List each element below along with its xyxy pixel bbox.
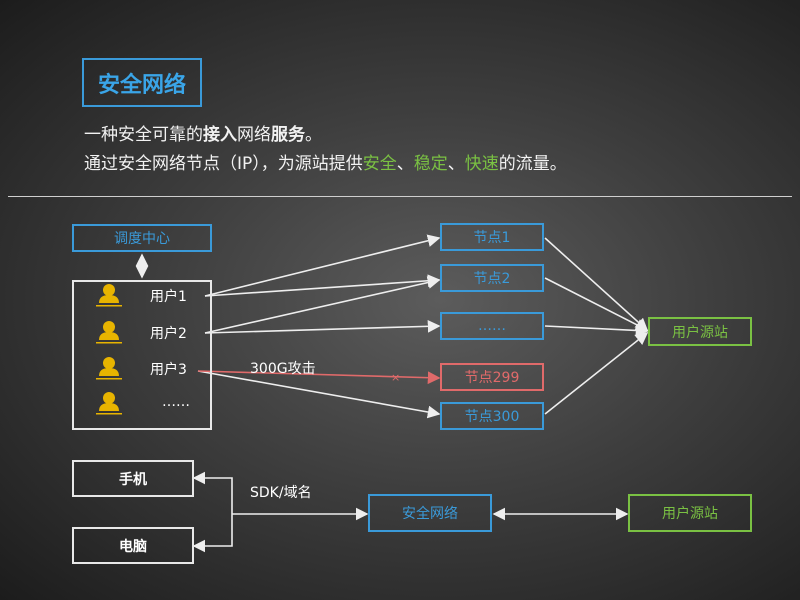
secure-network-box: 安全网络: [368, 494, 492, 532]
user-icon: [94, 282, 124, 308]
text-bold: 接入: [203, 125, 237, 145]
user-label: 用户2: [150, 326, 187, 342]
user3-node300: [197, 370, 441, 419]
node300-origin: [544, 332, 649, 415]
dispatch-center-box: 调度中心: [72, 224, 212, 252]
node1-origin: [544, 237, 649, 332]
user2-node-more: [204, 319, 441, 334]
text: 、: [396, 154, 414, 174]
pc-box: 电脑: [72, 527, 194, 564]
bottom-origin-box: 用户源站: [628, 494, 752, 532]
blocked-x-mark: ×: [391, 371, 400, 384]
node-299: 节点299: [440, 363, 544, 391]
attack-label: 300G攻击: [250, 361, 316, 377]
divider: [8, 196, 792, 197]
phone-box: 手机: [72, 460, 194, 497]
user-label: 用户1: [150, 289, 187, 305]
text: 通过安全网络节点（IP），为源站提供: [84, 154, 363, 174]
text: 。: [305, 125, 322, 145]
user1-node2: [204, 274, 441, 297]
text-green: 安全: [362, 154, 397, 174]
text: 一种安全可靠的: [84, 125, 203, 145]
node-2: 节点2: [440, 264, 544, 292]
user-label: 用户3: [150, 362, 187, 378]
text-green: 稳定: [413, 154, 448, 174]
node-more: ……: [440, 312, 544, 340]
attack-line: [197, 370, 441, 385]
user-icon: [94, 355, 124, 381]
node-1: 节点1: [440, 223, 544, 251]
user2-node2: [204, 276, 441, 334]
text-green: 快速: [464, 154, 499, 174]
user-label: ……: [162, 394, 190, 410]
users-box: [72, 280, 212, 430]
description-line-1: 一种安全可靠的接入网络服务。: [84, 120, 322, 145]
origin-box: 用户源站: [648, 317, 752, 346]
description-line-2: 通过安全网络节点（IP），为源站提供安全、稳定、快速的流量。: [84, 149, 567, 174]
node-more-origin: [544, 324, 649, 337]
user-icon: [94, 390, 124, 416]
text: 、: [447, 154, 465, 174]
node2-origin: [544, 277, 649, 331]
user1-node1: [204, 234, 441, 297]
text: 的流量。: [498, 154, 567, 174]
node-300: 节点300: [440, 402, 544, 430]
text-bold: 服务: [271, 125, 305, 145]
text: 网络: [237, 125, 271, 145]
sdk-label: SDK/域名: [250, 485, 312, 501]
user-icon: [94, 319, 124, 345]
sdk-branch: [192, 471, 233, 553]
page-title: 安全网络: [82, 58, 202, 107]
